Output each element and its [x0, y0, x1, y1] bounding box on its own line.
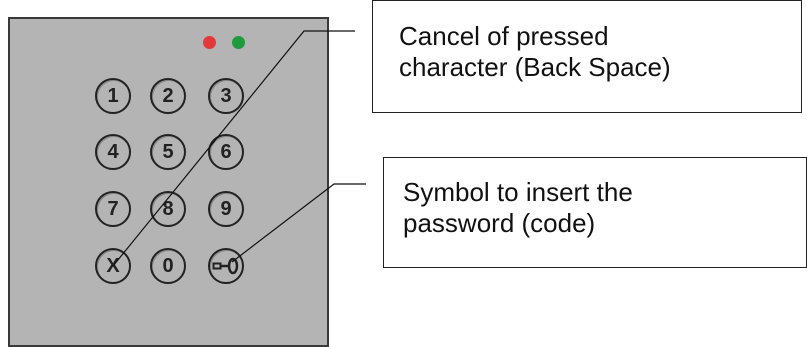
key-5-label: 5 [162, 140, 174, 163]
green-led [232, 36, 245, 49]
key-9: 9 [208, 191, 244, 227]
key-4-label: 4 [107, 140, 119, 163]
leader-lines [112, 30, 366, 267]
key-6: 6 [208, 134, 244, 170]
key-0-label: 0 [162, 254, 174, 277]
key-enter [208, 248, 244, 284]
leader-line-cancel [112, 30, 355, 267]
callout-symbol: Symbol to insert the password (code) [383, 157, 807, 268]
callout-cancel: Cancel of pressed character (Back Space) [372, 0, 802, 113]
key-2-label: 2 [162, 84, 174, 107]
key-2: 2 [150, 78, 186, 114]
red-led [203, 36, 216, 49]
keypad-panel [8, 17, 329, 347]
key-7: 7 [95, 191, 131, 227]
key-5: 5 [150, 134, 186, 170]
key-3: 3 [208, 78, 244, 114]
callout-symbol-line-1: Symbol to insert the [403, 177, 633, 207]
callout-symbol-line-2: password (code) [403, 208, 596, 238]
key-0: 0 [150, 248, 186, 284]
leader-line-symbol [231, 183, 366, 263]
key-7-label: 7 [107, 197, 119, 220]
key-4: 4 [95, 134, 131, 170]
callout-cancel-line-2: character (Back Space) [399, 52, 671, 82]
callout-cancel-line-1: Cancel of pressed [399, 21, 609, 51]
key-3-label: 3 [220, 84, 232, 107]
key-1: 1 [95, 78, 131, 114]
key-8: 8 [150, 191, 186, 227]
key-8-label: 8 [162, 197, 174, 220]
key-1-label: 1 [107, 84, 119, 107]
diagram-stage: 1 2 3 4 5 6 7 8 9 X 0 [8, 0, 807, 347]
key-icon [212, 257, 240, 275]
key-9-label: 9 [220, 197, 232, 220]
key-6-label: 6 [220, 140, 232, 163]
